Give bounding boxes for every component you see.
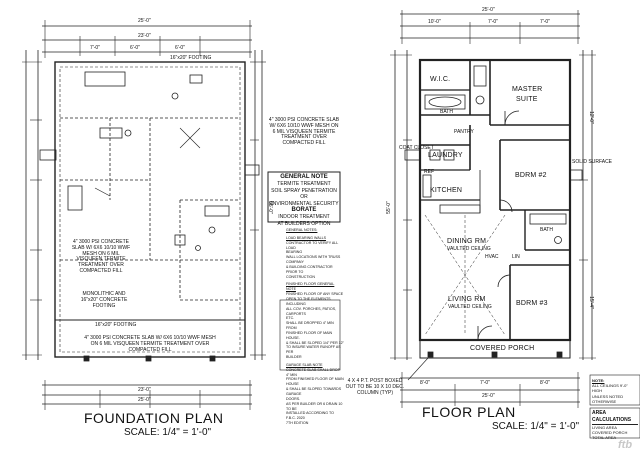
general-note-line: SOIL SPRAY PENETRATION [271,187,337,194]
notes-line: CONSTRUCTION [286,274,315,279]
notes-line: FROM FINISHED FLOOR OF MAIN HOUSE [286,377,344,387]
floor-drawing [390,10,596,408]
foundation-title: FOUNDATION PLAN [84,410,224,426]
floor-dim-bottom-a: 8'-0" [420,380,430,386]
solid-surface-note: SOLID SURFACE [572,159,613,165]
room-label-living: LIVING RM [448,296,486,303]
general-notes-column: GENERAL NOTES: LOAD BEARING WALLS CONTRA… [286,228,344,426]
notes-section-title: FINISHED FLOOR GENERAL NOTE [286,282,335,292]
room-label-bath2: BATH [540,227,553,233]
foundation-mono-note: MONOLITHIC AND 16"x20" CONCRETE FOOTING [80,291,128,309]
ceiling-note-line: ALL CEILINGS 9'-0" HIGH [592,383,628,394]
notes-line: AS PER BUILDER OR 6 DRAIN 10 TO BE [286,401,343,411]
watermark-logo: ftb [618,439,633,451]
notes-line: & SHALL BE SLOPED 1/4" PER 12" [286,340,344,345]
general-note-line: ENVIRONMENTAL SECURITY [269,200,339,207]
room-label-wic: W.I.C. [430,76,451,83]
floor-dim-top: 25'-0" [482,7,495,13]
floor-scale: SCALE: 1/4" = 1'-0" [492,421,580,432]
post-note: 4 X 4 P.T. POST BOXED OUT TO BE 10 X 10 … [345,378,405,396]
room-label-bdrm3: BDRM #3 [516,300,548,307]
room-label-bdrm2: BDRM #2 [515,172,547,179]
area-line: TOTAL AREA [592,435,617,441]
floor-dim-bottom-b: 7'-0" [480,380,490,386]
room-label-ref: REF [424,169,434,175]
notes-line: BUILDER [286,355,302,360]
ceiling-note-line: UNLESS NOTED OTHERWISE [592,393,624,404]
notes-line: TO INSURE WATER RUNOFF AS PER [286,345,341,355]
notes-line: SHALL BE DROPPED 4" MIN FROM [286,321,334,331]
foundation-dim-seg-a: 7'-0" [90,45,100,51]
notes-line: CONTRACTOR TO VERIFY ALL LOAD [286,240,339,250]
room-label-kitchen: KITCHEN [430,187,463,194]
notes-line: ALL COV. PORCHES, PATIOS, CARPORTS [286,306,337,316]
floor-dim-top-b: 7'-0" [488,19,498,25]
notes-line: 7TH EDITION [286,421,309,426]
foundation-footing-top: 16"x20" FOOTING [170,55,212,61]
room-label-pantry: PANTRY [454,129,474,135]
notes-section-title: GARAGE SLAB NOTE [286,362,323,367]
general-note-line: BORATE [291,207,317,213]
area-line: LIVING AREA [592,424,617,430]
room-label-dining: DINING RM [447,238,487,245]
foundation-dim-seg-b: 6'-0" [130,45,140,51]
general-note-line: TERMITE TREATMENT [277,181,331,187]
foundation-scale: SCALE: 1/4" = 1'-0" [124,427,212,438]
foundation-footing-bottom: 16"x20" FOOTING [95,322,137,328]
floor-dim-top-c: 7'-0" [540,19,550,25]
area-title: AREA CALCULATIONS [592,410,638,425]
general-note-line: OR [300,194,308,200]
notes-line: CONCRETE SLAB SHALL DROP 4" MIN [286,367,340,377]
notes-section-title: LOAD BEARING WALLS [286,235,327,240]
general-note-line: INDOOR TREATMENT [278,214,330,221]
note-box-frames [267,171,640,439]
floor-dim-side-a: 12'-0" [587,111,594,124]
floor-dim-bottom: 25'-0" [482,393,495,399]
foundation-drawing [22,20,266,410]
room-label-ceil-vault2: VAULTED CEILING [448,304,492,310]
notes-line: OPEN TO THE ELEMENTS INCLUDING [286,296,331,306]
foundation-dim-seg-c: 6'-0" [175,45,185,51]
room-label-coat: COAT CLOSET [399,145,434,151]
notes-section-title: GENERAL NOTES: [286,228,318,232]
foundation-slab-note-mid: 4" 3000 PSI CONCRETE SLAB W/ 6X6 10/10 W… [71,239,131,274]
ceiling-note-title: NOTE: [592,378,605,383]
notes-line: & SHALL BE SLOPED TOWARDS GARAGE [286,387,342,396]
floor-dim-top-a: 10'-0" [428,19,441,25]
notes-line: COMPANY [286,260,304,265]
room-label-bath: BATH [440,109,453,115]
notes-line: FINISHED FLOOR OF MAIN HOUSE. [286,330,333,340]
foundation-dim-bottom-inner: 23'-0" [138,387,151,393]
floor-dim-left-depth: 55'-0" [385,201,392,214]
notes-line: BEARING [286,250,303,255]
foundation-slab-note-top: 4" 3000 PSI CONCRETE SLAB W/ 6X6 10/10 W… [268,117,340,146]
room-label-hvac: HVAC [485,254,499,260]
general-note-box: GENERAL NOTE TERMITE TREATMENT SOIL SPRA… [268,174,340,227]
foundation-dim-top-inner: 23'-0" [138,33,151,39]
foundation-slab-note-bottom: 4" 3000 PSI CONCRETE SLAB W/ 6X6 10/10 W… [84,335,216,353]
room-label-ceil-vault: VAULTED CEILING [447,246,491,252]
room-label-linen: LIN [512,254,520,260]
notes-line: DOORS. [286,396,301,401]
notes-line: ETC. [286,316,295,321]
area-calculations: AREA CALCULATIONS LIVING AREA COVERED PO… [592,410,638,441]
floor-dim-side-b: 15'-4" [587,296,594,309]
general-note-line: AT BUILDERS OPTION [277,220,331,227]
room-label-laundry: LAUNDRY [428,152,463,159]
notes-line: FINISHED FLOOR OF ANY SPACE [286,292,344,297]
floor-dim-bottom-c: 8'-0" [540,380,550,386]
notes-line: WALL LOCATIONS WITH TRUSS [286,255,341,260]
notes-line: INSTALLED ACCORDING TO F.B.C. 2020 [286,411,334,421]
area-line: COVERED PORCH [592,429,628,435]
floor-title: FLOOR PLAN [422,404,516,420]
room-label-suite: SUITE [516,96,538,103]
ceiling-note: NOTE: ALL CEILINGS 9'-0" HIGH UNLESS NOT… [592,378,638,404]
foundation-dim-top: 25'-0" [138,18,151,24]
general-note-title: GENERAL NOTE [280,174,328,180]
notes-line: & BUILDING CONTRACTOR PRIOR TO [286,264,333,274]
foundation-dim-bottom: 25'-0" [138,397,151,403]
room-label-master: MASTER [512,86,543,93]
room-label-porch: COVERED PORCH [470,345,535,352]
